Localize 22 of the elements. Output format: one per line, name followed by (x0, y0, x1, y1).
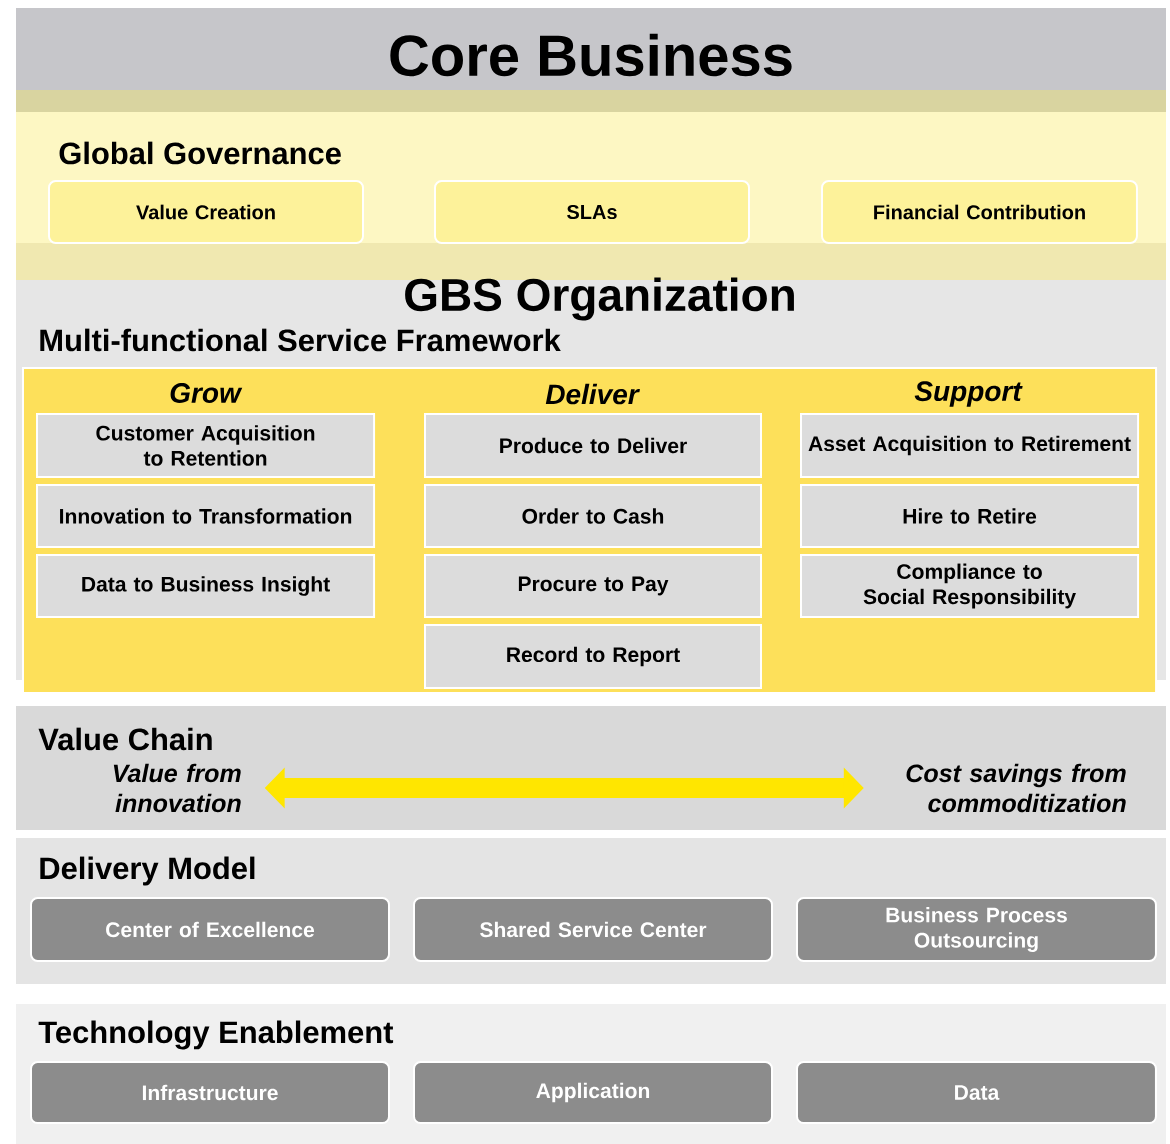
process-box: Compliance to Social Responsibility (800, 554, 1140, 618)
process-box: Produce to Deliver (424, 413, 762, 478)
process-box: Hire to Retire (800, 484, 1140, 548)
governance-box: Financial Contribution (821, 180, 1138, 244)
model-box: Data (796, 1061, 1157, 1125)
process-box: Asset Acquisition to Retirement (800, 413, 1140, 478)
process-box: Innovation to Transformation (36, 484, 376, 548)
governance-box: Value Creation (48, 180, 364, 244)
section-band: Core Business (16, 8, 1166, 90)
model-box: Business Process Outsourcing (796, 897, 1157, 962)
process-box: Data to Business Insight (36, 554, 376, 618)
process-box: Record to Report (424, 624, 762, 689)
value-text: Value from innovation (113, 763, 241, 813)
process-box: Procure to Pay (424, 554, 762, 618)
model-box: Application (413, 1061, 773, 1125)
model-box: Shared Service Center (413, 897, 773, 962)
process-box: Customer Acquisition to Retention (36, 413, 376, 478)
value-text: Cost savings from commoditization (906, 763, 1126, 813)
model-box: Infrastructure (30, 1061, 390, 1125)
governance-box: SLAs (434, 180, 750, 244)
model-box: Center of Excellence (30, 897, 390, 962)
process-box: Order to Cash (424, 484, 762, 548)
